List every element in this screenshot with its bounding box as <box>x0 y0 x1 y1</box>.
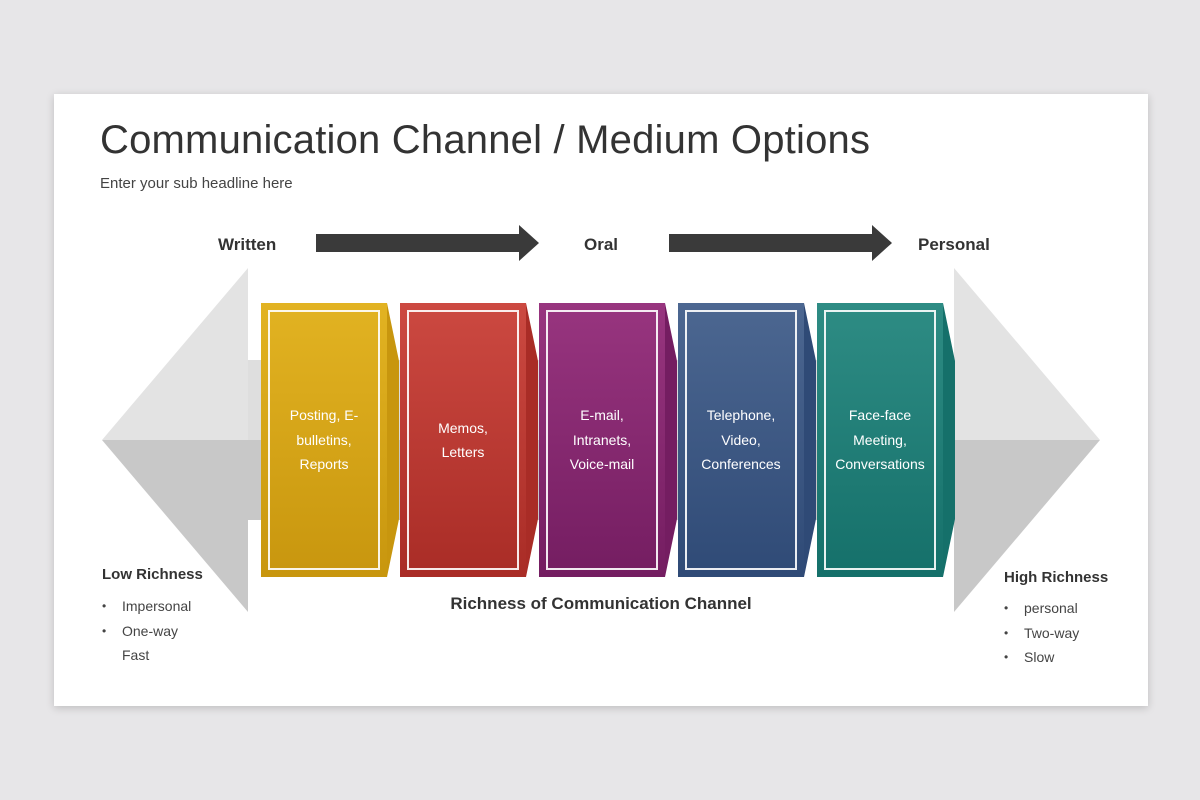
bullet-icon: • <box>1004 650 1009 664</box>
list-item: • One-way <box>102 619 191 644</box>
channel-card-frame: Memos, Letters <box>407 310 519 570</box>
channel-card: Posting, E- bulletins, Reports <box>261 303 387 577</box>
channel-card: Memos, Letters <box>400 303 526 577</box>
channel-card-text: Memos, Letters <box>438 419 488 461</box>
list-item: • Impersonal <box>102 594 191 619</box>
bullet-icon: • <box>102 599 107 613</box>
channel-card-frame: E-mail, Intranets, Voice-mail <box>546 310 658 570</box>
right-arrowhead-bottom <box>954 440 1100 612</box>
diagram-caption: Richness of Communication Channel <box>450 594 752 613</box>
flow-label-personal: Personal <box>918 235 990 254</box>
flow-arrow-2 <box>669 225 892 261</box>
channel-card-text: Face-face Meeting, Conversations <box>835 407 925 473</box>
bullet-icon: • <box>1004 601 1009 615</box>
channel-card-side <box>804 303 816 577</box>
slide-title: Communication Channel / Medium Options <box>100 118 871 162</box>
slide: Communication Channel / Medium Options E… <box>54 94 1148 706</box>
list-item-text: Fast <box>122 647 150 663</box>
left-arrowhead-top <box>102 268 248 440</box>
low-richness-title: Low Richness <box>102 566 203 583</box>
list-item-text: personal <box>1024 600 1078 616</box>
flow-label-written: Written <box>218 235 277 254</box>
channel-card-text: E-mail, Intranets, Voice-mail <box>569 407 635 473</box>
channel-card: Telephone, Video, Conferences <box>678 303 804 577</box>
bullet-icon: • <box>1004 625 1009 640</box>
list-item: • personal <box>1004 596 1079 621</box>
list-item-text: Slow <box>1024 649 1055 665</box>
channel-card-side <box>387 303 399 577</box>
channel-card-frame: Posting, E- bulletins, Reports <box>268 310 380 570</box>
high-richness-title: High Richness <box>1004 569 1109 586</box>
list-item: • Two-way <box>1004 621 1079 646</box>
slide-subtitle: Enter your sub headline here <box>100 175 293 192</box>
bullet-icon: • <box>102 623 107 638</box>
list-item-text: One-way <box>122 622 179 639</box>
left-arrowhead-bottom <box>102 440 248 612</box>
channel-card-frame: Telephone, Video, Conferences <box>685 310 797 570</box>
channel-card: Face-face Meeting, Conversations <box>817 303 943 577</box>
list-item-text: Two-way <box>1024 624 1080 641</box>
flow-arrow-1 <box>316 225 539 261</box>
list-item-text: Impersonal <box>122 598 192 614</box>
channel-card-text: Telephone, Video, Conferences <box>701 407 781 473</box>
right-arrowhead-top <box>954 268 1100 440</box>
low-richness-list: • Impersonal • One-way Fast <box>102 594 191 668</box>
flow-label-oral: Oral <box>584 235 619 254</box>
high-richness-list: • personal • Two-way • Slow <box>1004 596 1079 670</box>
channel-card: E-mail, Intranets, Voice-mail <box>539 303 665 577</box>
channel-card-side <box>943 303 955 577</box>
channel-card-text: Posting, E- bulletins, Reports <box>289 407 359 473</box>
list-item: Fast <box>102 643 191 668</box>
channel-card-side <box>526 303 538 577</box>
list-item: • Slow <box>1004 645 1079 670</box>
channel-card-frame: Face-face Meeting, Conversations <box>824 310 936 570</box>
channel-card-side <box>665 303 677 577</box>
